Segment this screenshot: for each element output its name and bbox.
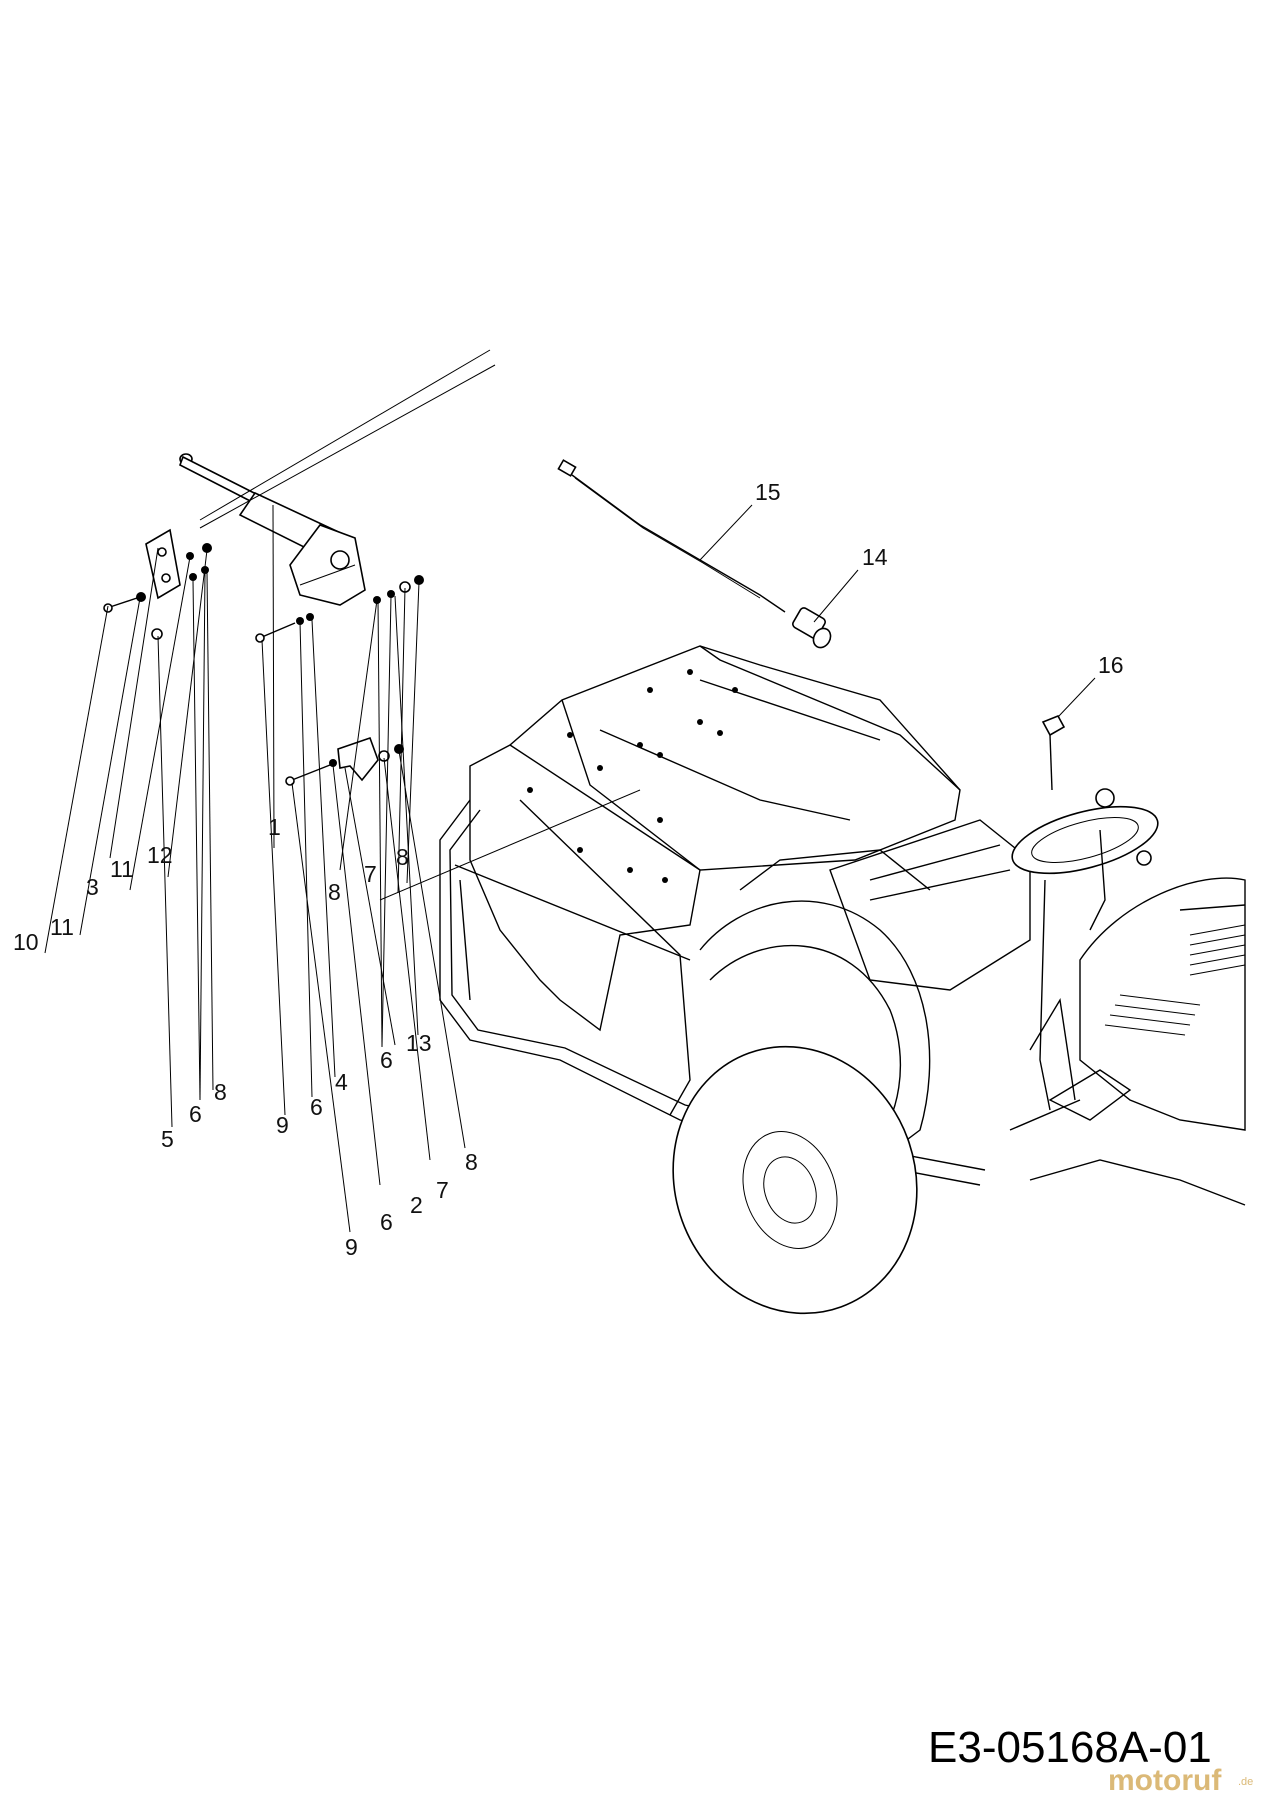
drawing-code: E3-05168A-01 bbox=[928, 1723, 1212, 1772]
callout-2: 2 bbox=[410, 1192, 423, 1218]
callout-8-upper-b: 8 bbox=[396, 844, 409, 870]
callout-11-a: 11 bbox=[50, 914, 74, 940]
rod-upper bbox=[199, 349, 491, 521]
callout-16: 16 bbox=[1098, 652, 1124, 678]
callout-8-lower: 8 bbox=[465, 1149, 478, 1175]
steering-wheel bbox=[1011, 805, 1159, 875]
callout-11-b: 11 bbox=[110, 856, 134, 882]
wire-harness-group bbox=[557, 459, 832, 649]
callout-10: 10 bbox=[13, 929, 39, 955]
callout-5: 5 bbox=[161, 1126, 174, 1152]
box-rivets bbox=[527, 669, 738, 883]
callout-6-lower: 6 bbox=[380, 1209, 393, 1235]
lift-actuator bbox=[179, 453, 366, 606]
callout-6: 6 bbox=[189, 1101, 202, 1127]
bracket-3 bbox=[145, 528, 181, 600]
callout-7-lower: 7 bbox=[436, 1177, 449, 1203]
callout-1: 1 bbox=[268, 814, 281, 840]
watermark-logo: motoruf bbox=[1108, 1764, 1222, 1797]
callout-6-mid: 6 bbox=[310, 1094, 323, 1120]
callout-13: 13 bbox=[406, 1030, 432, 1056]
tractor-illustration bbox=[439, 645, 1246, 1315]
callout-12: 12 bbox=[147, 842, 173, 868]
callout-14: 14 bbox=[862, 544, 888, 570]
hardware-group-left bbox=[103, 543, 212, 640]
bracket-2 bbox=[337, 736, 379, 782]
callout-6-right: 6 bbox=[380, 1047, 393, 1073]
harness-connector bbox=[557, 459, 577, 477]
callout-8-left: 8 bbox=[214, 1079, 227, 1105]
callout-8-upper-a: 8 bbox=[328, 879, 341, 905]
hardware-group-right bbox=[255, 575, 424, 643]
rear-wheel bbox=[672, 1045, 918, 1315]
callout-9-lower: 9 bbox=[345, 1234, 358, 1260]
callout-4: 4 bbox=[335, 1069, 348, 1095]
callout-labels: 1 2 3 4 5 6 6 6 6 7 7 8 8 8 8 9 9 10 11 … bbox=[13, 479, 1124, 1260]
callout-3: 3 bbox=[86, 874, 99, 900]
callout-7-upper: 7 bbox=[364, 861, 377, 887]
indicator-button bbox=[1041, 714, 1066, 791]
callout-15: 15 bbox=[755, 479, 781, 505]
leader-lines bbox=[44, 504, 1096, 1233]
wire-harness bbox=[571, 474, 786, 613]
callout-9-upper: 9 bbox=[276, 1112, 289, 1138]
hood-grille bbox=[1104, 924, 1246, 1036]
watermark-suffix: .de bbox=[1238, 1776, 1253, 1788]
rod-lower bbox=[379, 789, 641, 901]
